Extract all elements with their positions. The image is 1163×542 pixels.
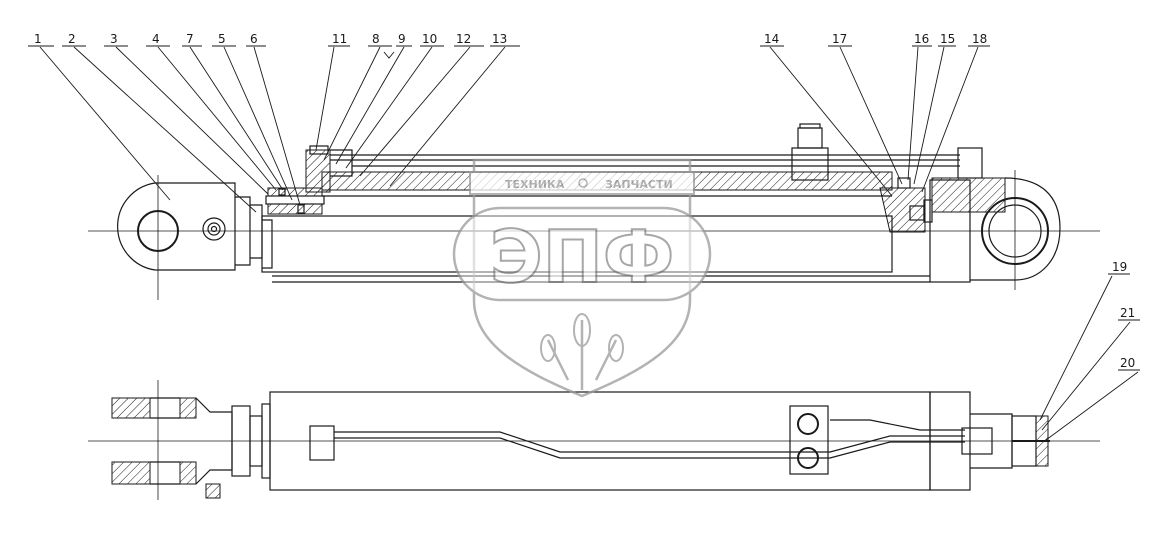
part-label-13: 13 [492, 32, 507, 46]
part-label-9: 9 [398, 32, 406, 46]
right-port [957, 147, 983, 179]
grease-fitting [202, 217, 226, 241]
leader-lines [28, 45, 1140, 441]
wheat-ears-icon [540, 313, 624, 390]
rear-eye [970, 177, 1061, 281]
part-label-10: 10 [422, 32, 437, 46]
pipe-fitting [797, 127, 823, 149]
part-label-15: 15 [940, 32, 955, 46]
pipe-bottom-a [334, 431, 965, 453]
watermark-logo: ТЕХНИКА ЗАПЧАСТИ ЭПФ [452, 158, 712, 398]
part-label-5: 5 [218, 32, 226, 46]
end-cap-hatch [931, 177, 1006, 213]
part-label-8: 8 [372, 32, 380, 46]
left-clevis [117, 182, 236, 271]
part-label-1: 1 [34, 32, 42, 46]
part-label-19: 19 [1112, 260, 1127, 274]
part-label-17: 17 [832, 32, 847, 46]
watermark-banner-right: ЗАПЧАСТИ [605, 178, 673, 191]
part-label-18: 18 [972, 32, 987, 46]
piston [879, 187, 926, 233]
watermark-gear-icon [578, 178, 588, 188]
gland-hatch-mid [267, 203, 323, 215]
clamp-bottom [789, 405, 829, 475]
part-label-7: 7 [186, 32, 194, 46]
part-number-labels: 1 2 3 4 7 5 6 11 8 9 10 12 13 14 17 16 1… [34, 32, 1135, 370]
part-label-14: 14 [764, 32, 779, 46]
top-view-section [88, 123, 1100, 300]
part-label-4: 4 [152, 32, 160, 46]
grease-nipple-bottom [205, 483, 221, 499]
piston-rod [261, 215, 893, 273]
end-cap-bottom [929, 391, 971, 491]
part-label-21: 21 [1120, 306, 1135, 320]
fork-upper-hatch [111, 397, 151, 419]
watermark-oval [452, 206, 712, 302]
watermark-banner-left: ТЕХНИКА [505, 178, 565, 191]
part-label-20: 20 [1120, 356, 1135, 370]
watermark-banner [469, 171, 695, 195]
bottom-view [88, 380, 1100, 500]
part-label-2: 2 [68, 32, 76, 46]
part-label-3: 3 [110, 32, 118, 46]
part-label-16: 16 [914, 32, 929, 46]
part-label-6: 6 [250, 32, 258, 46]
watermark-logo-text: ЭПФ [490, 215, 675, 299]
watermark-shield [472, 158, 692, 398]
fork-lower-hatch [111, 461, 151, 485]
part-label-12: 12 [456, 32, 471, 46]
part-label-11: 11 [332, 32, 347, 46]
